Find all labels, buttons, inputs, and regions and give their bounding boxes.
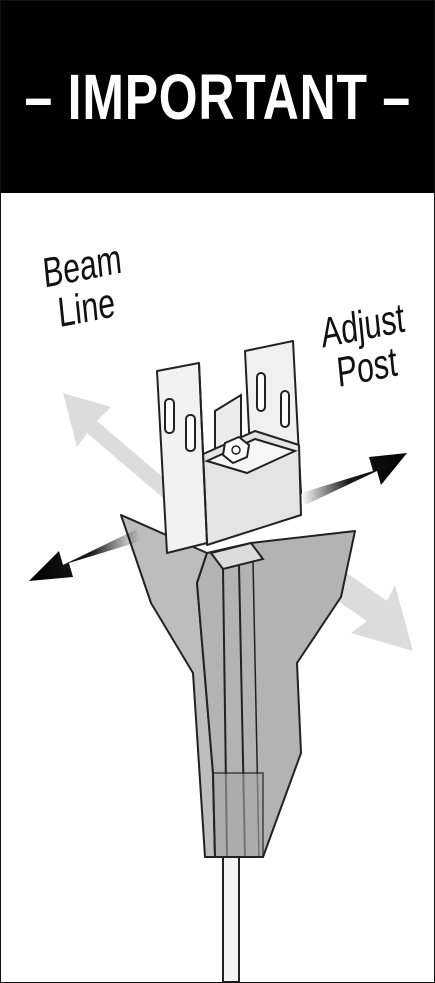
important-banner: – IMPORTANT – bbox=[1, 1, 434, 193]
bracket-diagram bbox=[29, 340, 413, 982]
beam-line-label: Beam Line bbox=[41, 235, 128, 336]
adjust-post-label: Adjust Post bbox=[319, 294, 411, 396]
adjust-post-arrow-right bbox=[301, 453, 407, 505]
post-sleeve bbox=[120, 514, 356, 858]
u-bracket bbox=[156, 340, 302, 554]
adjust-post-arrow-left bbox=[29, 529, 141, 581]
banner-title: – IMPORTANT – bbox=[24, 61, 411, 133]
post-bracket-illustration: Beam Line Adjust Post bbox=[1, 193, 434, 982]
beam-line-arrow-upper bbox=[63, 393, 179, 503]
beam-line-arrow-lower bbox=[323, 569, 413, 651]
